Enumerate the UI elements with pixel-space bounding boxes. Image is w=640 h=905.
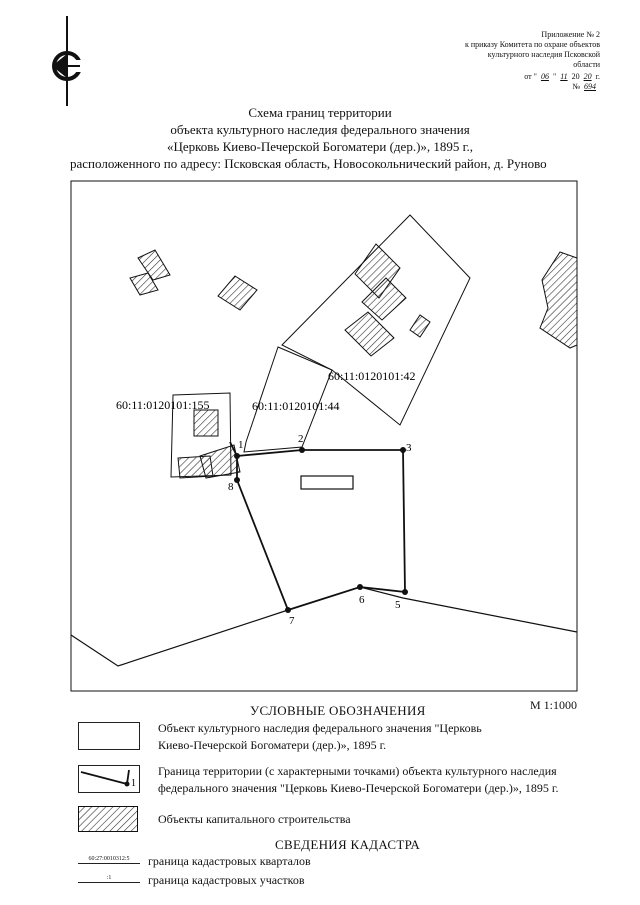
- building: [217, 275, 258, 311]
- legend-point-label: 1: [131, 778, 136, 789]
- date-year-prefix: 20: [571, 72, 580, 81]
- building: [129, 272, 159, 296]
- legend-swatch-object: [78, 722, 140, 750]
- title-line-1: Схема границ территории: [248, 105, 392, 120]
- title-line-3: «Церковь Киево-Печерской Богоматери (дер…: [166, 139, 474, 154]
- church-object: [300, 475, 354, 490]
- point-label-7: 7: [289, 615, 295, 627]
- cadastre-quarter-label: граница кадастровых кварталов: [148, 854, 311, 868]
- appendix-number: № 694: [400, 82, 600, 92]
- building: [344, 311, 395, 357]
- building: [539, 251, 578, 349]
- territory-boundary: [236, 449, 406, 612]
- scale-label: М 1:1000: [530, 698, 578, 712]
- building: [409, 314, 431, 338]
- building: [137, 249, 171, 281]
- point-label-6: 6: [359, 594, 365, 606]
- document-title: Схема границ территории объекта культурн…: [40, 104, 600, 172]
- parcel-label-155: 60:11:0120101:155: [116, 398, 210, 412]
- boundary-map: 1 2 3 5 6 7 8 60:11:0120101:155 60:11:01…: [70, 180, 578, 692]
- legend-swatch-building: [78, 806, 138, 832]
- point-label-2: 2: [298, 433, 304, 445]
- legend-item-boundary: Граница территории (с характерными точка…: [158, 763, 608, 797]
- number-value: 694: [584, 82, 596, 91]
- cadastre-parcel-label: граница кадастровых участков: [148, 873, 305, 887]
- point-label-3: 3: [406, 442, 412, 454]
- point-marker: [402, 589, 408, 595]
- cadastre-parcel-sample: :1: [78, 874, 140, 883]
- date-year: 20: [583, 72, 592, 81]
- date-prefix: от ": [524, 72, 537, 81]
- legend-item-building: Объекты капитального строительства: [158, 812, 351, 826]
- appendix-line-3: культурного наследия Псковской: [487, 50, 600, 59]
- title-line-4: расположенного по адресу: Псковская обла…: [70, 156, 547, 171]
- parcel-44-outline: [243, 346, 333, 453]
- appendix-line-2: к приказу Комитета по охране объектов: [464, 40, 600, 49]
- date-day: 06: [540, 72, 549, 81]
- date-mid: ": [552, 72, 557, 81]
- point-marker: [357, 584, 363, 590]
- building: [354, 243, 401, 299]
- point-marker: [234, 477, 240, 483]
- parcel-label-42: 60:11:0120101:42: [328, 369, 416, 383]
- legend-item-object-line-1: Объект культурного наследия федерального…: [158, 721, 482, 735]
- appendix-header: Приложение № 2 к приказу Комитета по охр…: [400, 30, 600, 92]
- legend-swatch-boundary: 1: [78, 765, 140, 793]
- point-marker: [299, 447, 305, 453]
- cadastre-heading: СВЕДЕНИЯ КАДАСТРА: [275, 837, 421, 852]
- point-marker: [234, 453, 240, 459]
- building: [361, 277, 407, 321]
- point-label-1: 1: [238, 439, 244, 451]
- cadastre-quarter-sample: 60:27:0010312:5: [78, 855, 140, 864]
- date-suffix: г.: [595, 72, 600, 81]
- legend-heading: УСЛОВНЫЕ ОБОЗНАЧЕНИЯ: [250, 703, 426, 718]
- date-month: 11: [560, 72, 568, 81]
- legend-item-boundary-line-1: Граница территории (с характерными точка…: [158, 764, 557, 778]
- appendix-line-4: области: [573, 60, 600, 69]
- point-label-8: 8: [228, 481, 234, 493]
- emblem-icon: [42, 16, 92, 106]
- legend-item-object: Объект культурного наследия федерального…: [158, 720, 598, 754]
- number-prefix: №: [572, 82, 580, 91]
- title-line-2: объекта культурного наследия федеральног…: [170, 122, 470, 137]
- parcel-label-44: 60:11:0120101:44: [252, 399, 340, 413]
- appendix-line-1: Приложение № 2: [541, 30, 600, 39]
- building: [199, 444, 241, 479]
- parcel-155-outline: [170, 392, 232, 478]
- point-marker: [285, 607, 291, 613]
- parcel-42-outline: [281, 214, 471, 426]
- point-marker: [400, 447, 406, 453]
- point-label-5: 5: [395, 599, 401, 611]
- building: [193, 409, 219, 437]
- legend-item-boundary-line-2: федерального значения "Церковь Киево-Печ…: [158, 781, 559, 795]
- legend-item-object-line-2: Киево-Печерской Богоматери (дер.)», 1895…: [158, 738, 387, 752]
